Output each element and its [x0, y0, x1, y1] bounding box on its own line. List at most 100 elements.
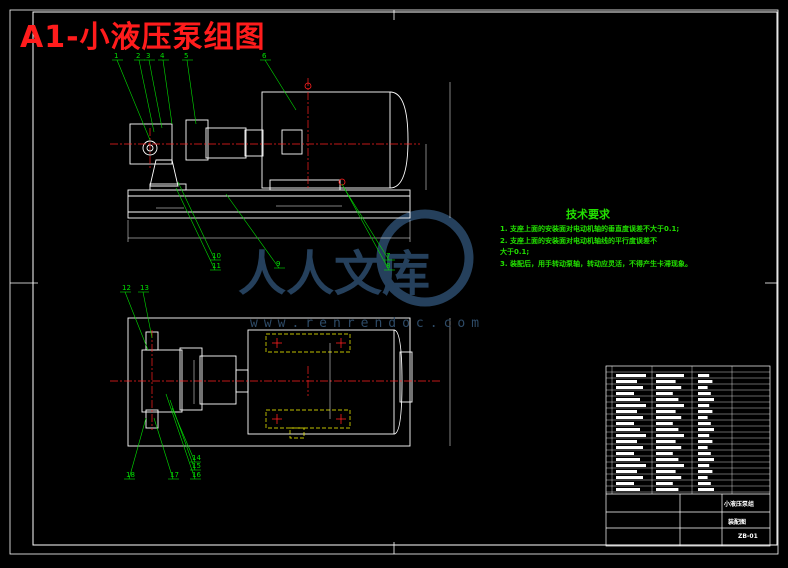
- parts-list-entry: [698, 458, 714, 461]
- parts-list-entry: [616, 464, 646, 467]
- leader-line: [165, 393, 196, 480]
- leader-line: [341, 183, 390, 271]
- parts-list-entry: [616, 386, 643, 389]
- parts-list-entry: [698, 380, 713, 383]
- leader-line: [142, 291, 153, 339]
- leader-line: [124, 291, 149, 351]
- parts-list-entry: [656, 464, 684, 467]
- leader-line: [116, 59, 151, 141]
- parts-list-entry: [656, 434, 684, 437]
- coupling-top: [199, 355, 237, 405]
- part-callout-15: 15: [192, 462, 201, 470]
- parts-list-entry: [698, 404, 710, 407]
- part-callout-18: 18: [126, 471, 135, 479]
- leader-line: [177, 181, 216, 261]
- leader-line: [343, 187, 390, 261]
- parts-list-entry: [616, 398, 640, 401]
- parts-list-entry: [656, 392, 673, 395]
- parts-list-entry: [616, 422, 634, 425]
- part-callout-13: 13: [140, 284, 149, 292]
- leader-line: [128, 417, 147, 480]
- leader-line: [162, 59, 173, 125]
- part-callout-5: 5: [184, 52, 188, 60]
- parts-list-entry: [656, 440, 676, 443]
- part-callout-9: 9: [276, 260, 280, 268]
- pump-body: [129, 123, 173, 165]
- parts-list-entry: [698, 482, 711, 485]
- leader-line: [138, 59, 155, 133]
- title-block-drawing-name: 小液压泵组: [724, 501, 755, 508]
- parts-list-entry: [698, 476, 708, 479]
- top-centerlines: [110, 330, 440, 430]
- parts-list-entry: [656, 410, 676, 413]
- parts-list-entry: [656, 422, 673, 425]
- parts-list-entry: [656, 452, 673, 455]
- parts-list-entry: [698, 398, 714, 401]
- parts-list-entry: [616, 374, 646, 377]
- base-rail: [127, 189, 411, 219]
- part-callout-2: 2: [136, 52, 140, 60]
- watermark-brand: 人人文库: [238, 246, 430, 302]
- parts-list-entries: [616, 374, 714, 491]
- leader-line: [264, 59, 297, 111]
- part-callout-3: 3: [146, 52, 150, 60]
- parts-list-entry: [698, 470, 713, 473]
- watermark-url: www.renrendoc.com: [250, 316, 486, 331]
- part-callout-11: 11: [212, 262, 221, 270]
- front-view: [127, 91, 411, 219]
- coupling: [205, 127, 247, 159]
- motor-top: [247, 329, 395, 435]
- top-dimensions: [193, 318, 451, 446]
- parts-list-entry: [616, 488, 640, 491]
- parts-list-entry: [616, 458, 640, 461]
- parts-list-entry: [698, 452, 711, 455]
- parts-list-entry: [656, 386, 682, 389]
- tech-requirement-line: 3. 装配后，用手转动泵轴，转动应灵活，不得产生卡滞现象。: [500, 260, 692, 268]
- tech-requirements-heading: 技术要求: [566, 208, 610, 221]
- parts-list-entry: [698, 488, 714, 491]
- parts-list-entry: [656, 374, 684, 377]
- parts-list-entry: [616, 410, 637, 413]
- part-callout-7: 7: [386, 252, 390, 260]
- leader-line: [169, 399, 196, 471]
- part-callout-4: 4: [160, 52, 165, 60]
- parts-list-entry: [698, 386, 708, 389]
- parts-list-entry: [616, 476, 643, 479]
- part-callout-6: 6: [262, 52, 267, 60]
- parts-list-entry: [616, 380, 637, 383]
- parts-list-entry: [698, 440, 713, 443]
- leader-line: [148, 59, 163, 129]
- parts-list-entry: [616, 470, 637, 473]
- parts-list-entry: [698, 422, 711, 425]
- parts-list-entry: [656, 446, 682, 449]
- parts-list-entry: [656, 488, 679, 491]
- leader-line: [175, 187, 216, 271]
- part-callout-8: 8: [386, 262, 390, 270]
- parts-list-entry: [698, 434, 710, 437]
- parts-list-entry: [656, 476, 682, 479]
- parts-list-entry: [698, 464, 710, 467]
- parts-list-entry: [616, 482, 634, 485]
- parts-list-entry: [616, 440, 637, 443]
- inner-border: [32, 11, 778, 546]
- motor-body: [261, 91, 391, 189]
- parts-list-entry: [656, 398, 679, 401]
- parts-list-entry: [616, 446, 643, 449]
- parts-list-entry: [698, 416, 708, 419]
- parts-list-entry: [656, 458, 679, 461]
- parts-list-entry: [616, 452, 634, 455]
- leader-line: [153, 417, 174, 480]
- parts-list-entry: [698, 446, 708, 449]
- drawing-title: A1-小液压泵组图: [20, 20, 266, 55]
- parts-list-entry: [698, 392, 711, 395]
- parts-list-entry: [656, 482, 673, 485]
- tech-requirement-line: 2. 支座上面的安装面对电动机轴线的平行度误差不: [500, 237, 657, 245]
- parts-list-entry: [656, 470, 676, 473]
- parts-list-entry: [656, 428, 679, 431]
- base-plate-top: [127, 317, 411, 447]
- part-callout-1: 1: [114, 52, 118, 60]
- parts-list-entry: [616, 404, 646, 407]
- leader-line: [186, 59, 197, 125]
